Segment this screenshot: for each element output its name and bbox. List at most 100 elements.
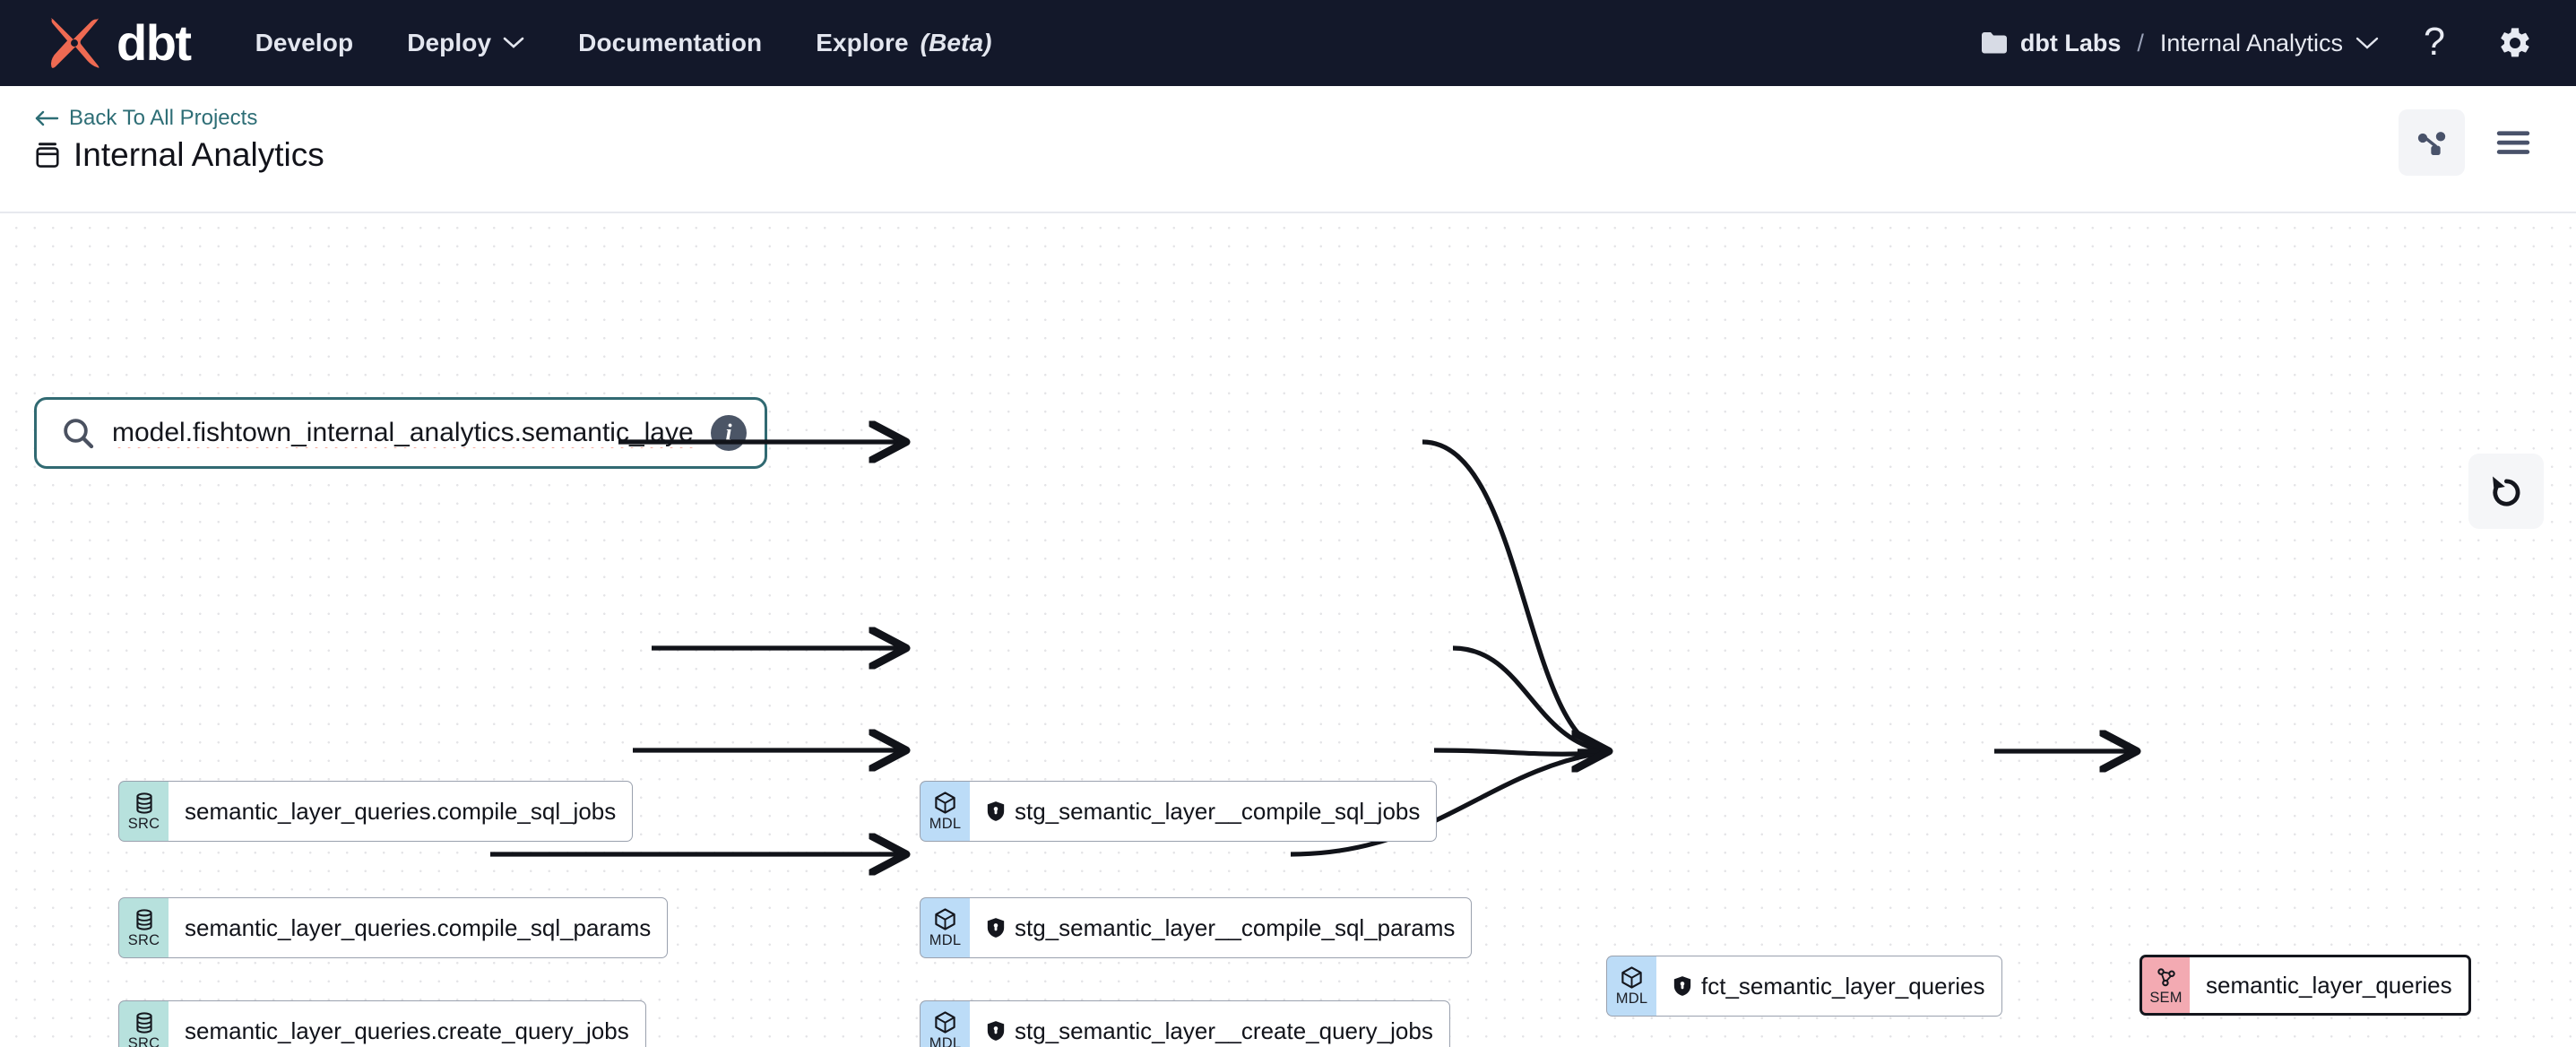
project-icon <box>36 143 59 168</box>
node-body: stg_semantic_layer__compile_sql_jobs <box>970 781 1438 842</box>
nav-link-develop[interactable]: Develop <box>255 29 354 57</box>
primary-nav-links: Develop Deploy Documentation Explore (Be… <box>255 29 992 57</box>
node-body: semantic_layer_queries.compile_sql_param… <box>169 897 669 958</box>
node-badge-label: SRC <box>127 1034 160 1047</box>
database-icon <box>133 908 156 931</box>
node-badge-label: MDL <box>929 1034 962 1047</box>
cube-icon <box>933 908 957 931</box>
page-title: Internal Analytics <box>34 136 324 174</box>
nav-link-documentation[interactable]: Documentation <box>578 29 762 57</box>
node-body: semantic_layer_queries.compile_sql_jobs <box>169 781 634 842</box>
lineage-node-mdl-stg-create-query-jobs[interactable]: MDL stg_semantic_layer__create_query_job… <box>920 1000 1450 1047</box>
nav-link-develop-label: Develop <box>255 29 354 56</box>
node-type-badge-src: SRC <box>118 897 169 958</box>
nav-link-documentation-label: Documentation <box>578 29 763 56</box>
nav-link-deploy-label: Deploy <box>407 29 492 56</box>
cube-icon <box>933 1011 957 1034</box>
lineage-node-sem-semantic-layer-queries[interactable]: SEM semantic_layer_queries <box>2139 955 2471 1016</box>
arrow-left-icon <box>35 110 59 126</box>
node-badge-label: MDL <box>1615 990 1648 1007</box>
breadcrumb-project[interactable]: Internal Analytics <box>2160 30 2379 57</box>
node-type-badge-sem: SEM <box>2139 955 2190 1016</box>
node-body: stg_semantic_layer__create_query_jobs <box>970 1000 1450 1047</box>
node-label: semantic_layer_queries.create_query_jobs <box>185 1017 629 1044</box>
lineage-graph-icon <box>2417 132 2446 155</box>
shield-icon <box>986 800 1006 822</box>
node-body: semantic_layer_queries <box>2190 955 2471 1016</box>
lineage-node-src-create-query-jobs[interactable]: SRC semantic_layer_queries.create_query_… <box>118 1000 646 1047</box>
svg-text:?: ? <box>2424 22 2445 64</box>
hamburger-menu-icon <box>2496 131 2530 154</box>
lineage-canvas[interactable]: model.fishtown_internal_analytics.semant… <box>0 213 2576 1047</box>
shield-icon <box>1673 975 1692 997</box>
node-badge-label: SEM <box>2149 989 2183 1006</box>
node-label: stg_semantic_layer__create_query_jobs <box>1015 1017 1433 1044</box>
search-icon <box>64 419 94 449</box>
database-icon <box>133 792 156 815</box>
node-badge-label: MDL <box>929 931 962 948</box>
node-label: semantic_layer_queries <box>2206 972 2452 999</box>
breadcrumb-organization-label: dbt Labs <box>2019 29 2122 56</box>
lineage-node-src-compile-sql-jobs[interactable]: SRC semantic_layer_queries.compile_sql_j… <box>118 781 634 842</box>
node-body: stg_semantic_layer__compile_sql_params <box>970 897 1473 958</box>
menu-button[interactable] <box>2485 114 2542 171</box>
search-input[interactable]: model.fishtown_internal_analytics.semant… <box>112 418 695 447</box>
nav-right-cluster: dbt Labs / Internal Analytics ? <box>1981 18 2540 68</box>
cube-icon <box>933 792 957 815</box>
back-to-all-projects-label: Back To All Projects <box>69 106 258 130</box>
node-label: fct_semantic_layer_queries <box>1701 973 1985 999</box>
cube-icon <box>1620 966 1644 990</box>
node-body: semantic_layer_queries.create_query_jobs <box>169 1000 646 1047</box>
chevron-down-icon <box>503 37 524 48</box>
brand-wordmark: dbt <box>117 14 192 71</box>
gear-icon <box>2501 28 2529 57</box>
nav-link-explore-label: Explore <box>816 29 909 56</box>
lineage-node-mdl-stg-compile-sql-jobs[interactable]: MDL stg_semantic_layer__compile_sql_jobs <box>920 781 1438 842</box>
question-mark-icon: ? <box>2424 22 2445 64</box>
help-button[interactable]: ? <box>2409 18 2459 68</box>
back-to-all-projects-link[interactable]: Back To All Projects <box>34 106 324 131</box>
reset-rotate-left-icon <box>2493 476 2520 506</box>
subheader-right <box>2399 106 2542 176</box>
shield-icon <box>986 917 1006 939</box>
shield-icon <box>986 1020 1006 1042</box>
node-label: stg_semantic_layer__compile_sql_params <box>1015 914 1456 941</box>
semantic-model-icon <box>2155 965 2178 989</box>
node-badge-label: SRC <box>127 815 160 832</box>
node-type-badge-mdl: MDL <box>1606 956 1656 1017</box>
node-body: fct_semantic_layer_queries <box>1656 956 2002 1017</box>
lineage-node-mdl-fct-semantic-layer-queries[interactable]: MDL fct_semantic_layer_queries <box>1606 956 2002 1017</box>
settings-button[interactable] <box>2490 18 2540 68</box>
breadcrumb-organization[interactable]: dbt Labs <box>1981 29 2122 57</box>
lineage-node-mdl-stg-compile-sql-params[interactable]: MDL stg_semantic_layer__compile_sql_para… <box>920 897 1473 958</box>
database-icon <box>133 1011 156 1034</box>
chevron-down-icon <box>2356 37 2379 49</box>
lineage-nodes: SRC semantic_layer_queries.compile_sql_j… <box>0 213 2576 1047</box>
dbt-logo-icon <box>50 18 99 68</box>
folder-icon <box>1981 32 2007 54</box>
search-container: model.fishtown_internal_analytics.semant… <box>34 397 767 469</box>
node-type-badge-src: SRC <box>118 781 169 842</box>
page-title-label: Internal Analytics <box>73 136 324 173</box>
node-label: stg_semantic_layer__compile_sql_jobs <box>1015 798 1421 825</box>
breadcrumb-separator: / <box>2137 29 2144 56</box>
reset-view-button[interactable] <box>2468 454 2544 529</box>
subheader-left: Back To All Projects Internal Analytics <box>34 106 324 174</box>
nav-link-deploy[interactable]: Deploy <box>407 29 524 57</box>
top-navigation-bar: dbt Develop Deploy Documentation Explore… <box>0 0 2576 86</box>
lineage-node-src-compile-sql-params[interactable]: SRC semantic_layer_queries.compile_sql_p… <box>118 897 669 958</box>
node-type-badge-src: SRC <box>118 1000 169 1047</box>
node-badge-label: MDL <box>929 815 962 832</box>
node-label: semantic_layer_queries.compile_sql_param… <box>185 914 652 941</box>
page-subheader: Back To All Projects Internal Analytics <box>0 86 2576 213</box>
lineage-view-button[interactable] <box>2399 109 2465 176</box>
node-label: semantic_layer_queries.compile_sql_jobs <box>185 798 617 825</box>
node-type-badge-mdl: MDL <box>920 781 970 842</box>
nav-link-explore[interactable]: Explore (Beta) <box>816 29 991 57</box>
nav-link-explore-beta-tag: (Beta) <box>920 29 992 56</box>
dbt-brand-logo[interactable]: dbt <box>39 13 192 73</box>
search-info-icon[interactable]: i <box>711 415 747 451</box>
lineage-search-box[interactable]: model.fishtown_internal_analytics.semant… <box>34 397 767 469</box>
node-badge-label: SRC <box>127 931 160 948</box>
node-type-badge-mdl: MDL <box>920 1000 970 1047</box>
